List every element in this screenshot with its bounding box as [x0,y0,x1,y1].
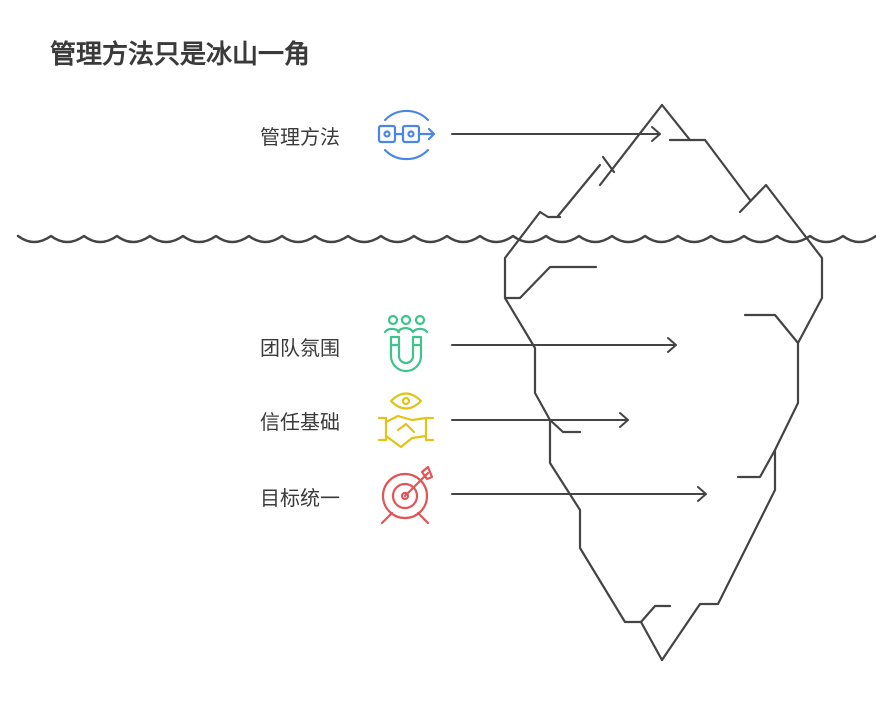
diagram-title: 管理方法只是冰山一角 [50,40,311,70]
label-trust-foundation: 信任基础 [260,410,340,434]
iceberg-outline [503,103,824,662]
method-flow-icon [377,109,436,161]
label-goal-alignment: 目标统一 [260,486,340,510]
handshake-eye-icon [377,392,435,449]
label-management-method: 管理方法 [260,125,340,149]
waterline [16,234,876,244]
wave-line [16,234,876,244]
target-arrow-icon [380,465,434,525]
arrows [451,126,707,502]
label-team-atmosphere: 团队氛围 [260,336,340,360]
team-magnet-icon [383,314,429,373]
